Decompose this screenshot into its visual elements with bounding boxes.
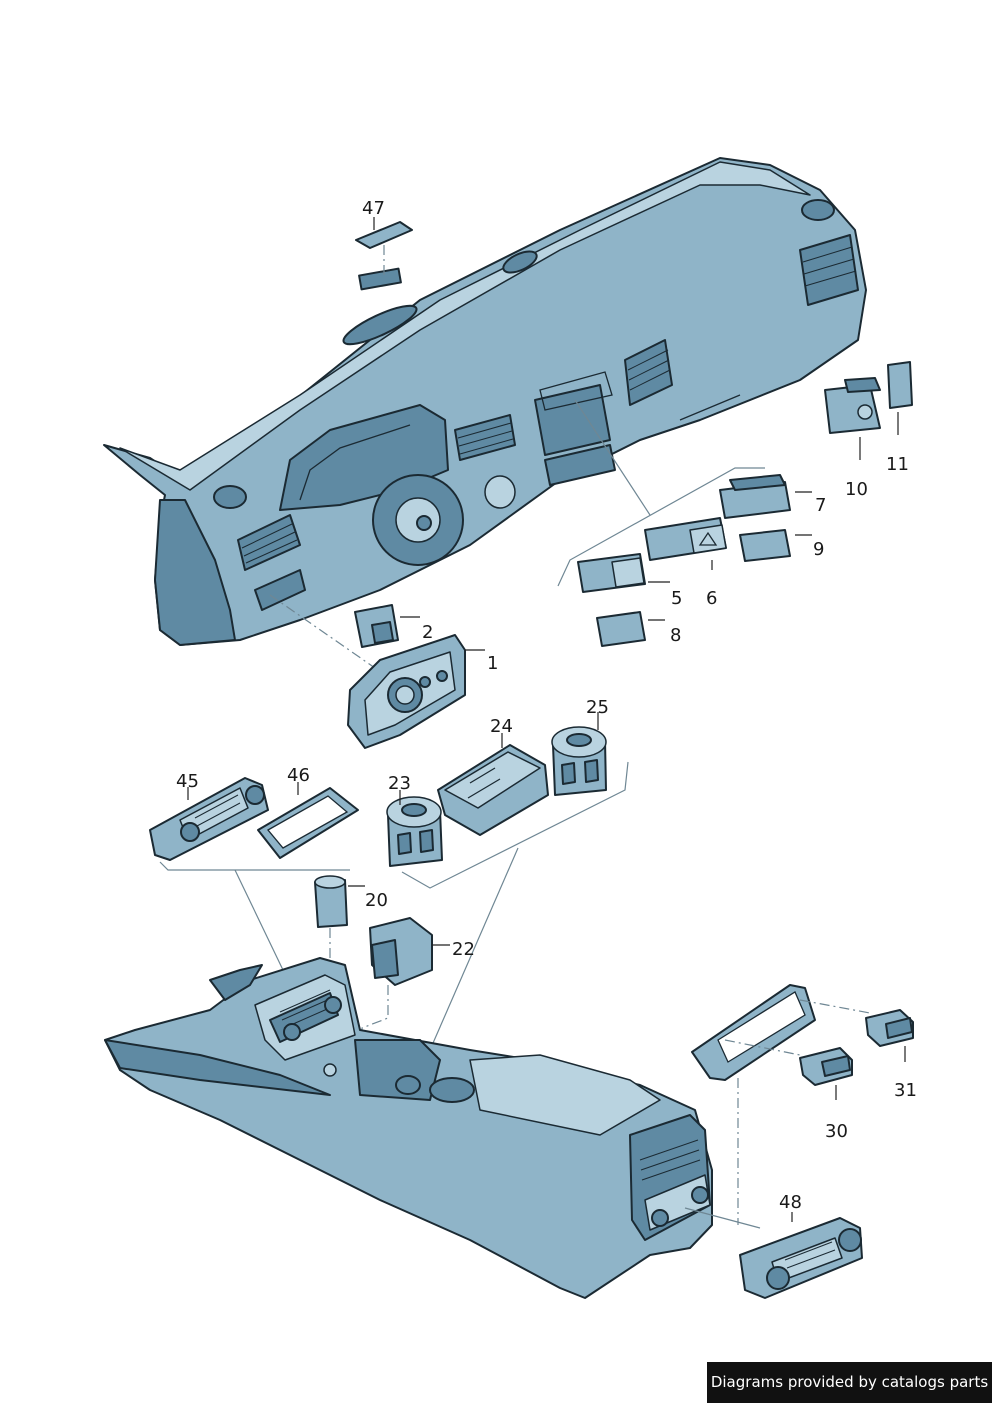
callout-20: 20 bbox=[365, 890, 388, 911]
part-24-control-panel bbox=[437, 733, 549, 836]
callout-5: 5 bbox=[671, 588, 682, 609]
part-5-switch bbox=[577, 553, 670, 593]
side-vent-right bbox=[801, 199, 835, 221]
guide-line-dashed bbox=[799, 999, 871, 1014]
dashboard-panel bbox=[103, 157, 867, 646]
callout-7: 7 bbox=[815, 495, 826, 516]
callout-9: 9 bbox=[813, 539, 824, 560]
part-48-rear-climate-control bbox=[739, 1212, 863, 1299]
group-bracket bbox=[557, 467, 765, 587]
vent-left bbox=[237, 514, 301, 571]
vent-center-right bbox=[624, 339, 673, 406]
part-25-rotary-knob bbox=[551, 712, 607, 796]
part-20-socket bbox=[314, 875, 365, 928]
armrest bbox=[469, 1054, 661, 1136]
cup-holder bbox=[354, 1039, 441, 1101]
part-45-climate-control bbox=[149, 777, 269, 861]
part-9-switch bbox=[739, 529, 812, 562]
guide-line bbox=[429, 847, 519, 1051]
part-10-switch bbox=[824, 377, 881, 460]
part-7-switch bbox=[719, 474, 812, 519]
guide-line-dashed bbox=[269, 594, 376, 669]
group-bracket bbox=[401, 761, 629, 889]
callout-30: 30 bbox=[825, 1121, 848, 1142]
center-console bbox=[104, 957, 713, 1299]
part-30-socket bbox=[799, 1047, 853, 1100]
callout-labels: 47 10 11 7 9 6 5 8 2 1 25 24 23 45 46 20… bbox=[176, 198, 917, 1213]
storage-tray-frame bbox=[691, 984, 816, 1081]
part-6-hazard-switch bbox=[644, 517, 727, 570]
part-46-trim-frame bbox=[257, 782, 359, 859]
part-23-rotary-knob bbox=[386, 790, 443, 867]
callout-31: 31 bbox=[894, 1080, 917, 1101]
callout-8: 8 bbox=[670, 625, 681, 646]
callout-47: 47 bbox=[362, 198, 385, 219]
callout-22: 22 bbox=[452, 939, 475, 960]
part-47-sensor-cover bbox=[355, 217, 413, 275]
part-1-headlight-switch bbox=[347, 634, 485, 749]
callout-46: 46 bbox=[287, 765, 310, 786]
callout-25: 25 bbox=[586, 697, 609, 718]
credit-banner: Diagrams provided by catalogs parts bbox=[707, 1362, 992, 1403]
part-2-switch bbox=[354, 604, 420, 648]
callout-10: 10 bbox=[845, 479, 868, 500]
callout-48: 48 bbox=[779, 1192, 802, 1213]
speaker-grille bbox=[342, 304, 418, 346]
callout-6: 6 bbox=[706, 588, 717, 609]
light-switch-recess bbox=[254, 569, 306, 611]
guide-line bbox=[574, 399, 651, 516]
callout-2: 2 bbox=[422, 622, 433, 643]
callout-11: 11 bbox=[886, 454, 909, 475]
callout-45: 45 bbox=[176, 771, 199, 792]
part-31-socket bbox=[865, 1009, 914, 1062]
guide-line-dashed bbox=[724, 1039, 801, 1056]
callout-24: 24 bbox=[490, 716, 513, 737]
part-11-blank-cover bbox=[887, 361, 913, 435]
part-22-switch-unit bbox=[369, 917, 450, 986]
group-bracket bbox=[159, 861, 350, 871]
part-8-switch bbox=[596, 611, 665, 647]
sensor-slot bbox=[358, 267, 402, 291]
guide-line bbox=[684, 1207, 761, 1229]
vent-right bbox=[799, 234, 859, 306]
side-vent-left bbox=[213, 485, 247, 509]
callout-23: 23 bbox=[388, 773, 411, 794]
callout-1: 1 bbox=[487, 653, 498, 674]
center-display bbox=[534, 384, 611, 456]
vent-center-left bbox=[454, 414, 516, 461]
